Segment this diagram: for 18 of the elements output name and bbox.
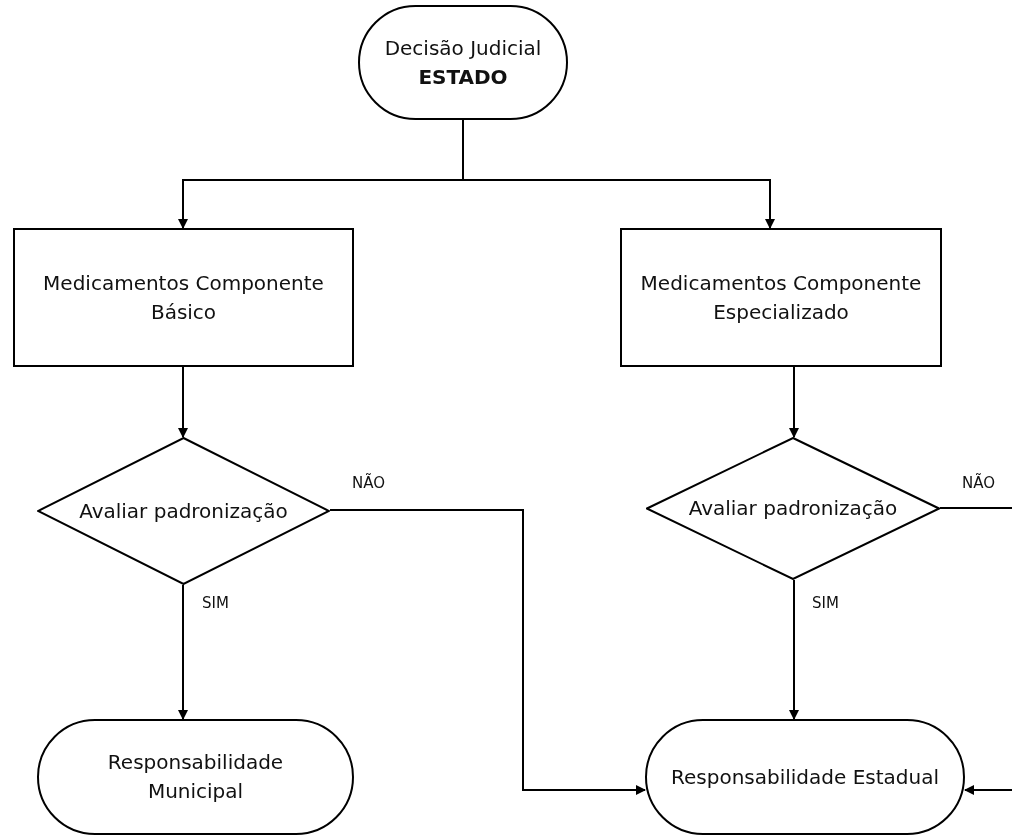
node-label: Responsabilidade Estadual	[671, 763, 939, 791]
decision-diamond	[646, 437, 940, 580]
connector-line	[939, 507, 1012, 509]
process-box	[620, 228, 942, 367]
arrow	[789, 366, 799, 438]
arrow	[178, 366, 188, 438]
node-label: Avaliar padronização	[688, 495, 898, 522]
arrow	[789, 579, 799, 720]
decision-diamond	[37, 437, 330, 585]
node-label: Avaliar padronização	[79, 497, 288, 525]
node-label: Responsabilidade Municipal	[106, 749, 285, 805]
process-box	[13, 228, 354, 367]
arrow	[329, 509, 646, 795]
arrow	[964, 785, 1012, 795]
node-label: Decisão Judicial ESTADO	[383, 34, 543, 91]
node-label: Medicamentos Componente Especializado	[639, 269, 923, 326]
node-label: Medicamentos Componente Básico	[42, 269, 325, 326]
arrow	[178, 584, 188, 720]
